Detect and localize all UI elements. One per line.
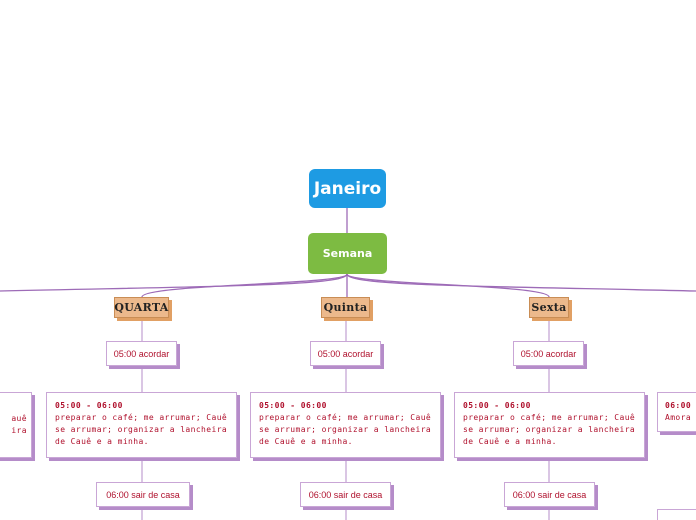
- task-label: 05:00 acordar: [317, 348, 374, 359]
- task-label: 06:00 sair de casa: [106, 489, 180, 500]
- link-semana-left-edge: [0, 273, 348, 292]
- task-leave-quarta[interactable]: 06:00 sair de casa: [96, 482, 190, 507]
- task-description: preparar o café; me arrumar; Cauê se arr…: [55, 413, 228, 446]
- task-wake-quinta[interactable]: 05:00 acordar: [310, 341, 381, 366]
- day-label: Sexta: [531, 301, 567, 314]
- task-label: 05:00 acordar: [520, 348, 577, 359]
- task-wake-sexta[interactable]: 05:00 acordar: [513, 341, 584, 366]
- task-time: 05:00 - 06:00: [55, 401, 123, 410]
- task-morning-quinta[interactable]: 05:00 - 06:00 preparar o café; me arruma…: [250, 392, 441, 458]
- task-description: preparar o café; me arrumar; Cauê se arr…: [463, 413, 636, 446]
- task-time: 05:00 - 06:00: [463, 401, 531, 410]
- task-description: auê ira: [11, 414, 27, 435]
- main-topic-label: Semana: [322, 247, 373, 260]
- task-label: 06:00 sair de casa: [308, 489, 383, 500]
- day-node-sexta[interactable]: Sexta: [529, 297, 569, 318]
- task-time: 05:00 - 06:00: [259, 401, 327, 410]
- task-time: 06:00: [665, 401, 692, 410]
- task-morning-right-partial[interactable]: 06:00 Amora: [657, 392, 696, 432]
- day-label: Quinta: [323, 301, 368, 314]
- task-leave-sexta[interactable]: 06:00 sair de casa: [504, 482, 595, 507]
- day-node-quarta[interactable]: QUARTA: [114, 297, 169, 318]
- root-label: Janeiro: [313, 178, 382, 199]
- node-right-partial-bottom[interactable]: [657, 509, 696, 520]
- task-morning-sexta[interactable]: 05:00 - 06:00 preparar o café; me arruma…: [454, 392, 645, 458]
- task-label: 05:00 acordar: [113, 348, 170, 359]
- task-description: Amora: [665, 413, 692, 422]
- task-wake-quarta[interactable]: 05:00 acordar: [106, 341, 177, 366]
- main-topic-semana[interactable]: Semana: [308, 233, 387, 274]
- task-leave-quinta[interactable]: 06:00 sair de casa: [300, 482, 391, 507]
- day-label: QUARTA: [114, 301, 169, 314]
- task-morning-quarta[interactable]: 05:00 - 06:00 preparar o café; me arruma…: [46, 392, 237, 458]
- task-label: 06:00 sair de casa: [512, 489, 587, 500]
- link-semana-right-edge: [346, 273, 696, 292]
- day-node-quinta[interactable]: Quinta: [321, 297, 370, 318]
- task-morning-left-partial[interactable]: auê ira: [0, 392, 32, 458]
- link-semana-quarta: [141, 273, 348, 298]
- root-node-janeiro[interactable]: Janeiro: [309, 169, 386, 208]
- task-description: preparar o café; me arrumar; Cauê se arr…: [259, 413, 432, 446]
